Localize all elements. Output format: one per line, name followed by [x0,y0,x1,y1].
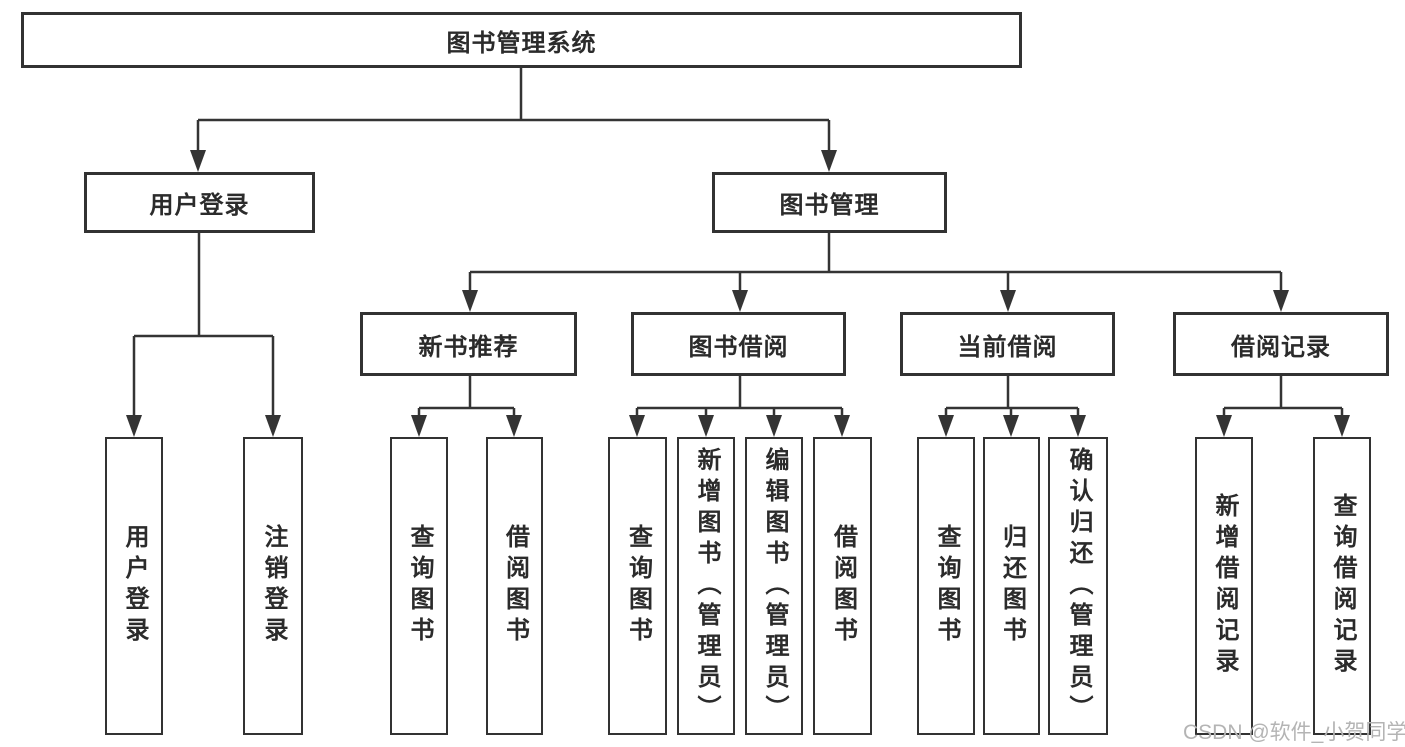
leaf-return-books: 归还图书 [983,437,1040,735]
leaf-add-borrow-record: 新增借阅记录 [1195,437,1253,735]
leaf-query-books-recommend: 查询图书 [390,437,448,735]
edges-new-book-recommend [411,376,522,437]
node-new-book-recommend-label: 新书推荐 [418,333,519,361]
leaf-borrow-books-recommend-label: 借阅图书 [501,524,529,648]
node-book-borrow-label: 图书借阅 [688,333,789,361]
edges-root-to-level2 [190,68,837,172]
leaf-user-login-label: 用户登录 [121,524,148,648]
node-book-borrow: 图书借阅 [631,312,846,376]
leaf-add-books-admin: 新增图书（管理员） [677,437,735,735]
leaf-add-books-admin-label: 新增图书（管理员） [693,446,720,726]
leaf-query-books-current-label: 查询图书 [933,524,960,648]
node-borrow-record: 借阅记录 [1173,312,1389,376]
leaf-add-borrow-record-label: 新增借阅记录 [1211,493,1238,679]
leaf-confirm-return-admin-label: 确认归还（管理员） [1065,446,1092,726]
node-user-login-label: 用户登录 [149,192,250,219]
node-new-book-recommend: 新书推荐 [360,312,577,376]
leaf-borrow-books-label: 借阅图书 [829,524,857,648]
leaf-return-books-label: 归还图书 [998,524,1026,648]
leaf-query-books-borrow: 查询图书 [608,437,667,735]
leaf-query-books-recommend-label: 查询图书 [406,524,433,648]
csdn-watermark: CSDN @软件_小贺同学 [1183,721,1405,744]
edges-book-management [462,233,1289,312]
leaf-query-books-current: 查询图书 [917,437,975,735]
node-book-management: 图书管理 [712,172,947,233]
edges-book-borrow [629,376,850,437]
node-current-borrow-label: 当前借阅 [957,333,1058,361]
edges-borrow-record [1216,376,1350,437]
edges-user-login [126,233,281,437]
node-borrow-record-label: 借阅记录 [1231,333,1331,361]
edges-current-borrow [938,376,1086,437]
leaf-logout-label: 注销登录 [260,524,287,648]
leaf-query-books-borrow-label: 查询图书 [624,524,652,648]
node-root-system: 图书管理系统 [21,12,1022,68]
leaf-borrow-books: 借阅图书 [813,437,872,735]
node-user-login: 用户登录 [84,172,315,233]
node-root-label: 图书管理系统 [446,29,597,57]
leaf-borrow-books-recommend: 借阅图书 [486,437,543,735]
node-current-borrow: 当前借阅 [900,312,1115,376]
leaf-query-borrow-record: 查询借阅记录 [1313,437,1371,735]
node-book-management-label: 图书管理 [779,192,880,219]
leaf-edit-books-admin: 编辑图书（管理员） [745,437,803,735]
leaf-confirm-return-admin: 确认归还（管理员） [1048,437,1108,735]
leaf-logout: 注销登录 [243,437,303,735]
leaf-query-borrow-record-label: 查询借阅记录 [1329,493,1356,679]
leaf-user-login: 用户登录 [105,437,163,735]
leaf-edit-books-admin-label: 编辑图书（管理员） [761,446,788,726]
